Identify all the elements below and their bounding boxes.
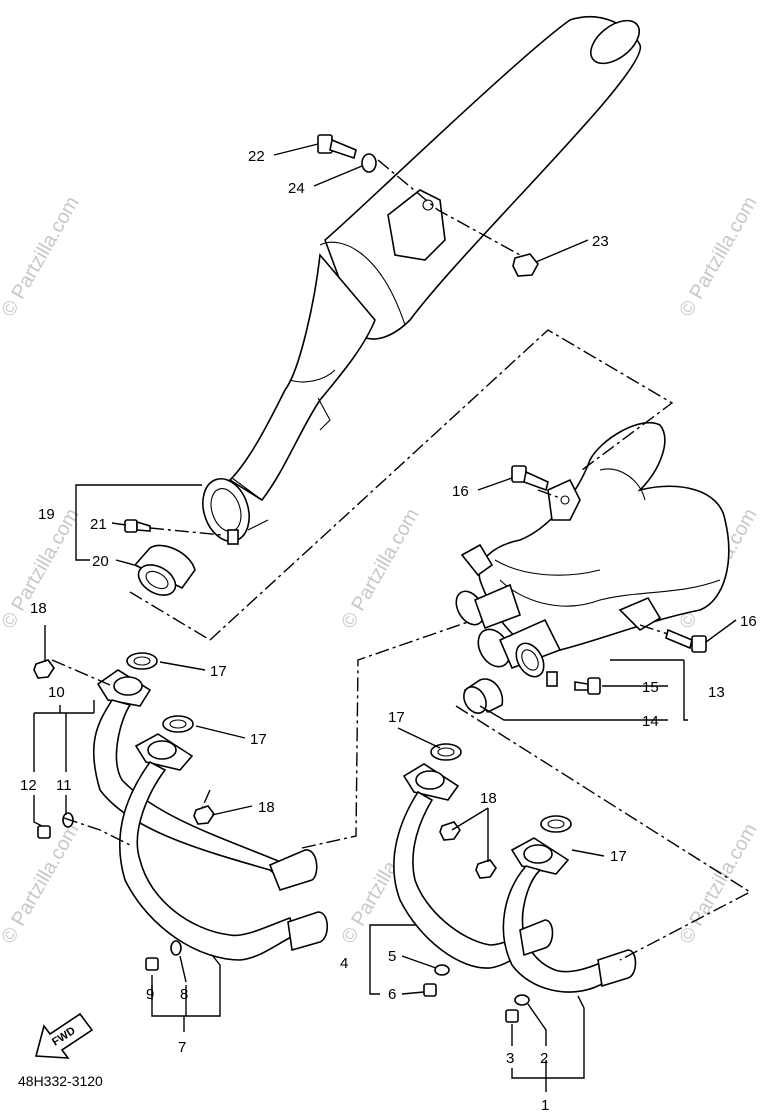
gasket-20 bbox=[133, 544, 196, 596]
washer-24 bbox=[361, 153, 377, 173]
exhaust-pipe-left bbox=[92, 669, 329, 961]
callout-12: 12 bbox=[20, 777, 37, 794]
callout-13: 13 bbox=[708, 684, 725, 701]
bolt-22 bbox=[317, 134, 357, 160]
callout-16: 16 bbox=[740, 613, 757, 630]
nut-18 bbox=[33, 659, 55, 679]
callout-21: 21 bbox=[90, 516, 107, 533]
callout-22: 22 bbox=[248, 148, 265, 165]
leader-lines bbox=[33, 143, 737, 1092]
bolt-15 bbox=[574, 677, 601, 695]
callout-7: 7 bbox=[178, 1039, 186, 1056]
callout-10: 10 bbox=[48, 684, 65, 701]
callout-20: 20 bbox=[92, 553, 109, 570]
callout-17: 17 bbox=[610, 848, 627, 865]
callout-14: 14 bbox=[642, 713, 659, 730]
washer-2 bbox=[514, 994, 530, 1006]
callout-19: 19 bbox=[38, 506, 55, 523]
watermark: © Partzilla.com bbox=[0, 193, 84, 321]
gasket-17 bbox=[162, 715, 194, 733]
callout-1: 1 bbox=[541, 1097, 549, 1114]
callout-5: 5 bbox=[388, 948, 396, 965]
fwd-arrow: FWD bbox=[34, 1012, 94, 1059]
callout-24: 24 bbox=[288, 180, 305, 197]
bolt-12 bbox=[37, 825, 51, 839]
bolt-9 bbox=[145, 957, 159, 971]
watermark: © Partzilla.com bbox=[337, 505, 423, 633]
callout-18: 18 bbox=[30, 600, 47, 617]
callout-17: 17 bbox=[388, 709, 405, 726]
gasket-14 bbox=[463, 678, 504, 714]
callout-18: 18 bbox=[258, 799, 275, 816]
callout-6: 6 bbox=[388, 986, 396, 1003]
nut-18 bbox=[439, 821, 461, 841]
nut-18 bbox=[475, 859, 497, 879]
watermark: © Partzilla.com bbox=[675, 193, 761, 321]
bolt-16-top bbox=[511, 465, 549, 492]
callout-8: 8 bbox=[180, 986, 188, 1003]
callout-2: 2 bbox=[540, 1050, 548, 1067]
diagram-code: 48H332-3120 bbox=[18, 1073, 103, 1089]
nut-18 bbox=[193, 805, 215, 825]
callout-9: 9 bbox=[146, 986, 154, 1003]
gasket-17 bbox=[126, 652, 158, 670]
washer-5 bbox=[434, 964, 450, 976]
bolt-6 bbox=[423, 983, 437, 997]
bolt-3 bbox=[505, 1009, 519, 1023]
exhaust-pipe-right bbox=[393, 763, 637, 993]
assembly-lines bbox=[51, 159, 752, 961]
callout-23: 23 bbox=[592, 233, 609, 250]
callout-numbers: 22 24 23 19 21 20 16 16 15 13 14 18 17 1… bbox=[20, 148, 757, 1114]
callout-18: 18 bbox=[480, 790, 497, 807]
callout-4: 4 bbox=[340, 955, 348, 972]
callout-17: 17 bbox=[210, 663, 227, 680]
watermark: © Partzilla.com bbox=[675, 820, 761, 948]
nut-23 bbox=[512, 253, 539, 277]
callout-17: 17 bbox=[250, 731, 267, 748]
washer-8 bbox=[170, 940, 182, 956]
lower-muffler bbox=[455, 422, 730, 687]
bolt-16-right bbox=[665, 628, 707, 653]
upper-muffler bbox=[202, 16, 641, 545]
bolt-21 bbox=[124, 519, 151, 533]
gasket-17 bbox=[540, 815, 572, 833]
callout-16: 16 bbox=[452, 483, 469, 500]
callout-3: 3 bbox=[506, 1050, 514, 1067]
callout-11: 11 bbox=[56, 777, 72, 794]
watermark: © Partzilla.com bbox=[0, 820, 84, 948]
callout-15: 15 bbox=[642, 679, 659, 696]
